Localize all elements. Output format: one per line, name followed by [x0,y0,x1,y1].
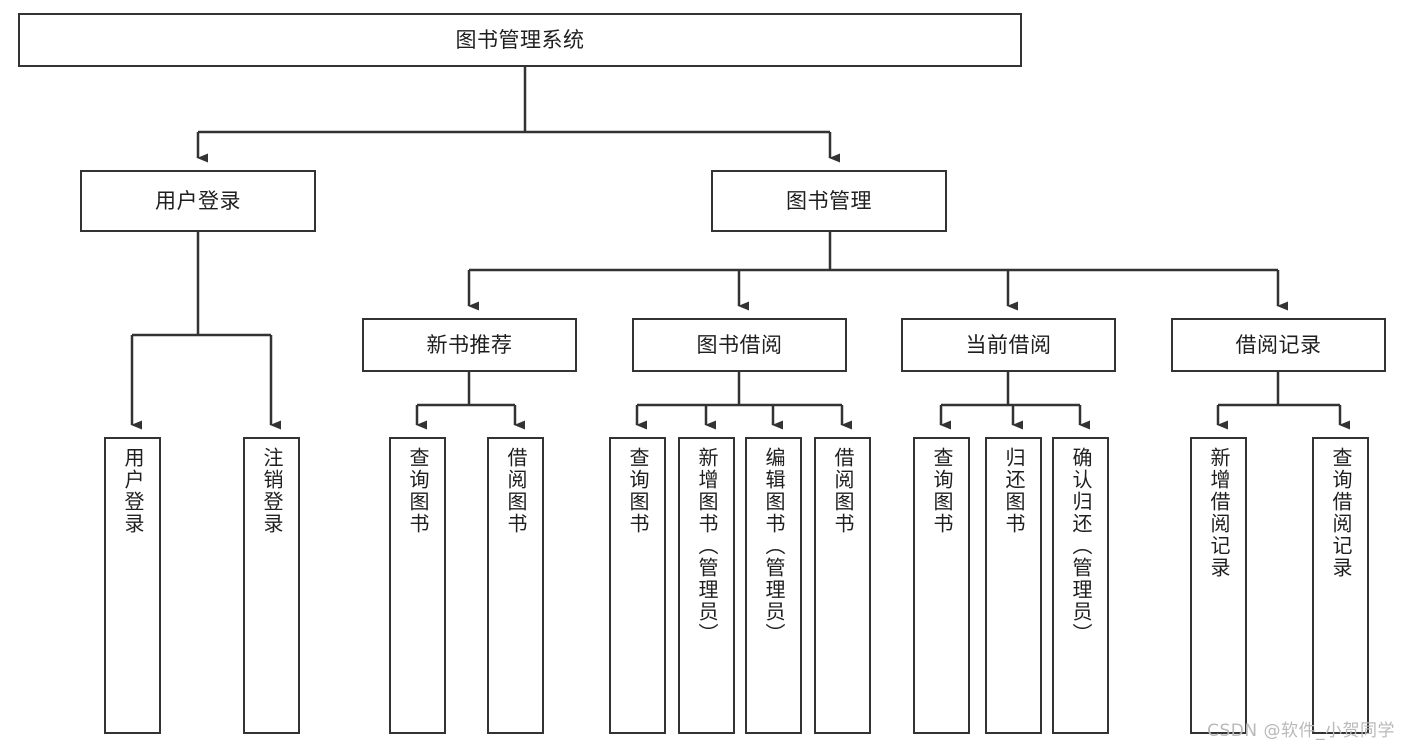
node-leaf-query-book-cur[interactable]: 查询图书 [913,437,970,734]
node-leaf-query-book-borrow[interactable]: 查询图书 [609,437,666,734]
node-leaf-borrow-book-rec[interactable]: 借阅图书 [487,437,544,734]
node-leaf-query-borrow-record-label: 查询借阅记录 [1329,447,1353,579]
node-leaf-query-book-cur-label: 查询图书 [930,447,954,535]
node-leaf-user-login[interactable]: 用户登录 [104,437,161,734]
node-leaf-query-borrow-record[interactable]: 查询借阅记录 [1312,437,1369,734]
node-leaf-borrow-book-rec-label: 借阅图书 [504,447,528,535]
node-leaf-edit-book-admin[interactable]: 编辑图书（管理员） [745,437,802,734]
node-leaf-add-book-admin[interactable]: 新增图书（管理员） [678,437,735,734]
node-leaf-query-book-rec-label: 查询图书 [406,447,430,535]
node-leaf-edit-book-admin-label: 编辑图书（管理员） [762,447,786,645]
node-leaf-confirm-return-admin[interactable]: 确认归还（管理员） [1052,437,1109,734]
node-book-manage[interactable]: 图书管理 [711,170,947,232]
node-leaf-query-book-rec[interactable]: 查询图书 [389,437,446,734]
node-book-borrow[interactable]: 图书借阅 [632,318,847,372]
node-current-borrow[interactable]: 当前借阅 [901,318,1116,372]
node-leaf-borrow-book[interactable]: 借阅图书 [814,437,871,734]
node-leaf-user-login-label: 用户登录 [121,447,145,535]
node-user-login-label: 用户登录 [155,188,241,213]
node-borrow-record-label: 借阅记录 [1235,332,1322,357]
node-leaf-query-book-borrow-label: 查询图书 [626,447,650,535]
node-root[interactable]: 图书管理系统 [18,13,1022,67]
node-new-book-recommend[interactable]: 新书推荐 [362,318,577,372]
watermark-text: CSDN @软件_小贺同学 [1207,721,1395,741]
node-leaf-add-borrow-record[interactable]: 新增借阅记录 [1190,437,1247,734]
node-leaf-return-book-label: 归还图书 [1002,447,1026,535]
node-user-login[interactable]: 用户登录 [80,170,316,232]
node-book-manage-label: 图书管理 [786,188,872,213]
node-leaf-confirm-return-admin-label: 确认归还（管理员） [1069,447,1093,645]
node-book-borrow-label: 图书借阅 [696,332,783,357]
node-borrow-record[interactable]: 借阅记录 [1171,318,1386,372]
node-leaf-user-logout[interactable]: 注销登录 [243,437,300,734]
node-leaf-borrow-book-label: 借阅图书 [831,447,855,535]
node-current-borrow-label: 当前借阅 [965,332,1052,357]
node-leaf-return-book[interactable]: 归还图书 [985,437,1042,734]
node-leaf-add-borrow-record-label: 新增借阅记录 [1207,447,1231,579]
node-leaf-user-logout-label: 注销登录 [260,447,284,535]
node-leaf-add-book-admin-label: 新增图书（管理员） [695,447,719,645]
node-new-book-recommend-label: 新书推荐 [426,332,513,357]
node-root-label: 图书管理系统 [455,27,585,52]
